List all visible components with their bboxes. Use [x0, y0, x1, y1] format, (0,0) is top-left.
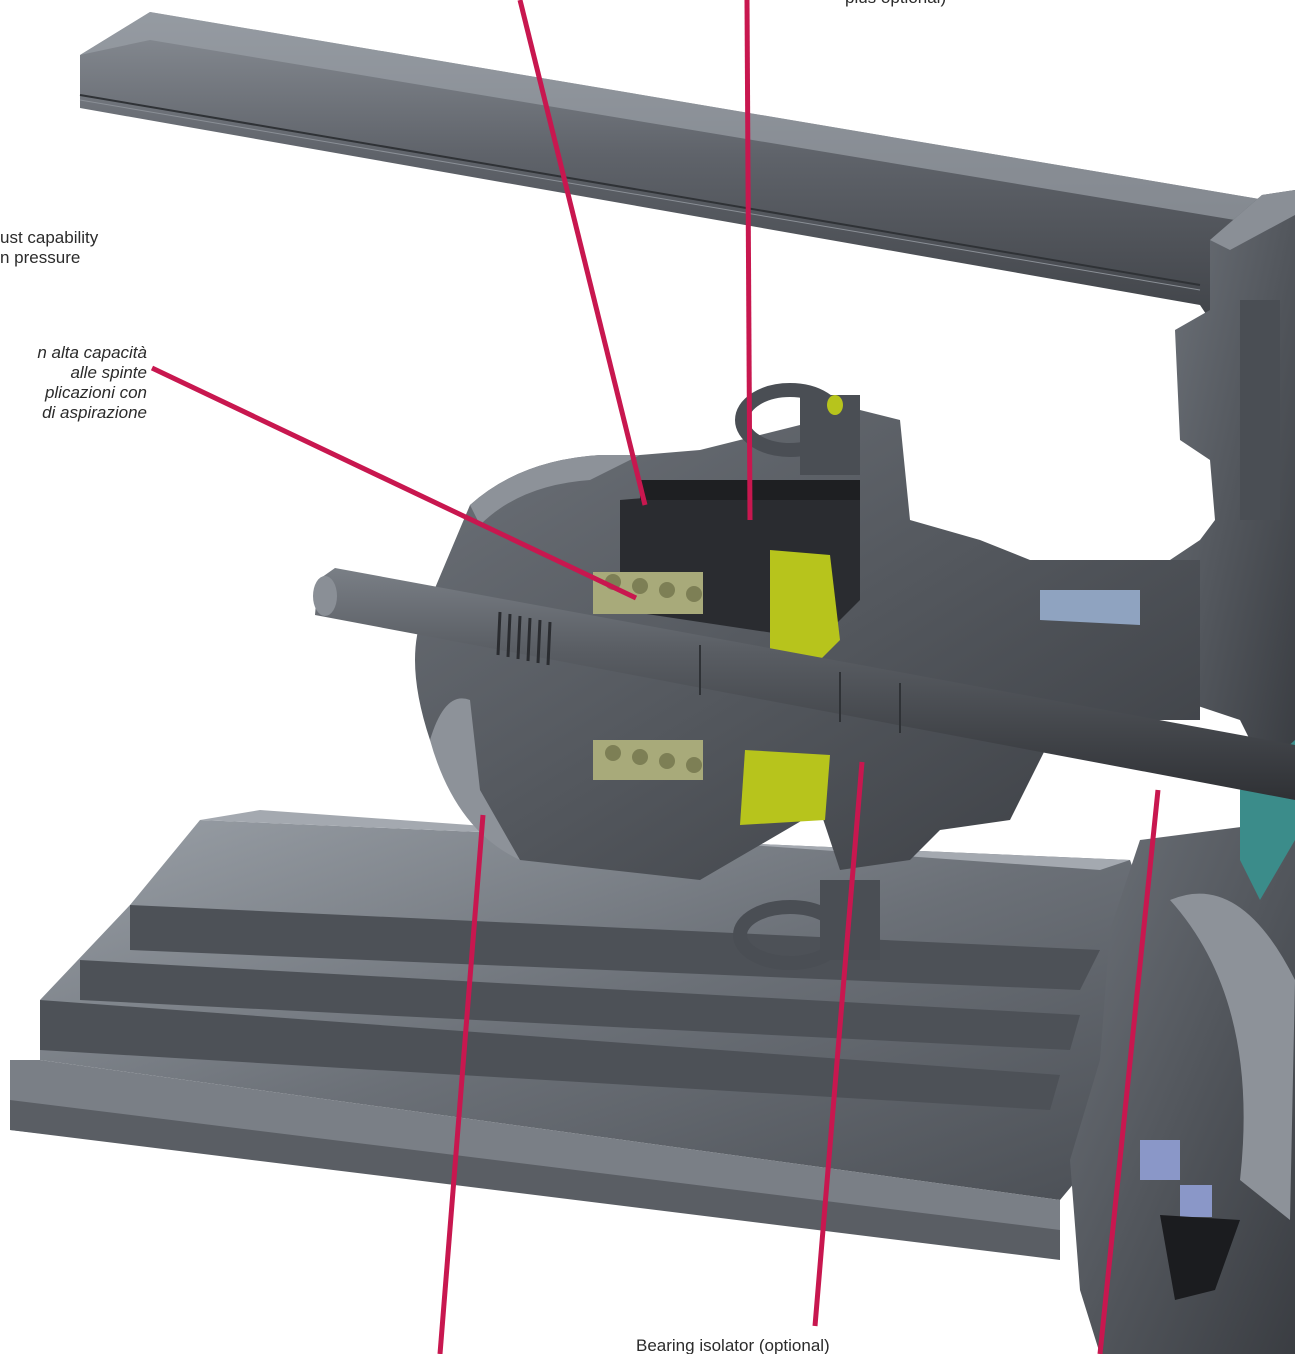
yellow-seal-part [770, 550, 840, 660]
leader-line-bearing-isolator [812, 761, 865, 1327]
yellow-seal-part [740, 750, 830, 825]
callout-top-fragment: plus optional) [845, 0, 946, 8]
leader-line-bottom-left [437, 814, 486, 1354]
shaft-thread [496, 611, 552, 666]
lower-bearing [593, 740, 703, 780]
lifting-eye-top [735, 383, 860, 475]
callout-thrust-italian-line1: n alta capacità [37, 343, 147, 362]
oil-sight-window [1040, 590, 1140, 625]
callout-thrust-italian-line2: alle spinte [70, 363, 147, 382]
callout-thrust-english: ust capability n pressure [0, 228, 98, 268]
leader-lines [150, 0, 1161, 1354]
callout-thrust-english-line2: n pressure [0, 248, 81, 267]
upper-bearing [593, 572, 703, 614]
upper-frame-bar [79, 12, 1295, 330]
lower-frame [10, 810, 1180, 1260]
callout-thrust-italian: n alta capacità alle spinte plicazioni c… [37, 343, 147, 423]
right-mounting-block [1170, 190, 1295, 770]
callout-thrust-english-line1: ust capability [0, 228, 99, 247]
callout-thrust-italian-line4: di aspirazione [42, 403, 147, 422]
pump-shaft [313, 568, 1295, 800]
leader-line-top-left [517, 0, 648, 506]
pump-casing [1070, 740, 1295, 1354]
callout-bearing-isolator: Bearing isolator (optional) [636, 1336, 830, 1354]
callout-thrust-italian-line3: plicazioni con [44, 383, 147, 402]
leader-line-top-center [744, 0, 753, 521]
blue-seal-part [1180, 1185, 1212, 1217]
leader-line-bottom-right [1097, 789, 1161, 1354]
leader-line-thrust-bearing [150, 365, 638, 601]
blue-seal-part [1140, 1140, 1180, 1180]
